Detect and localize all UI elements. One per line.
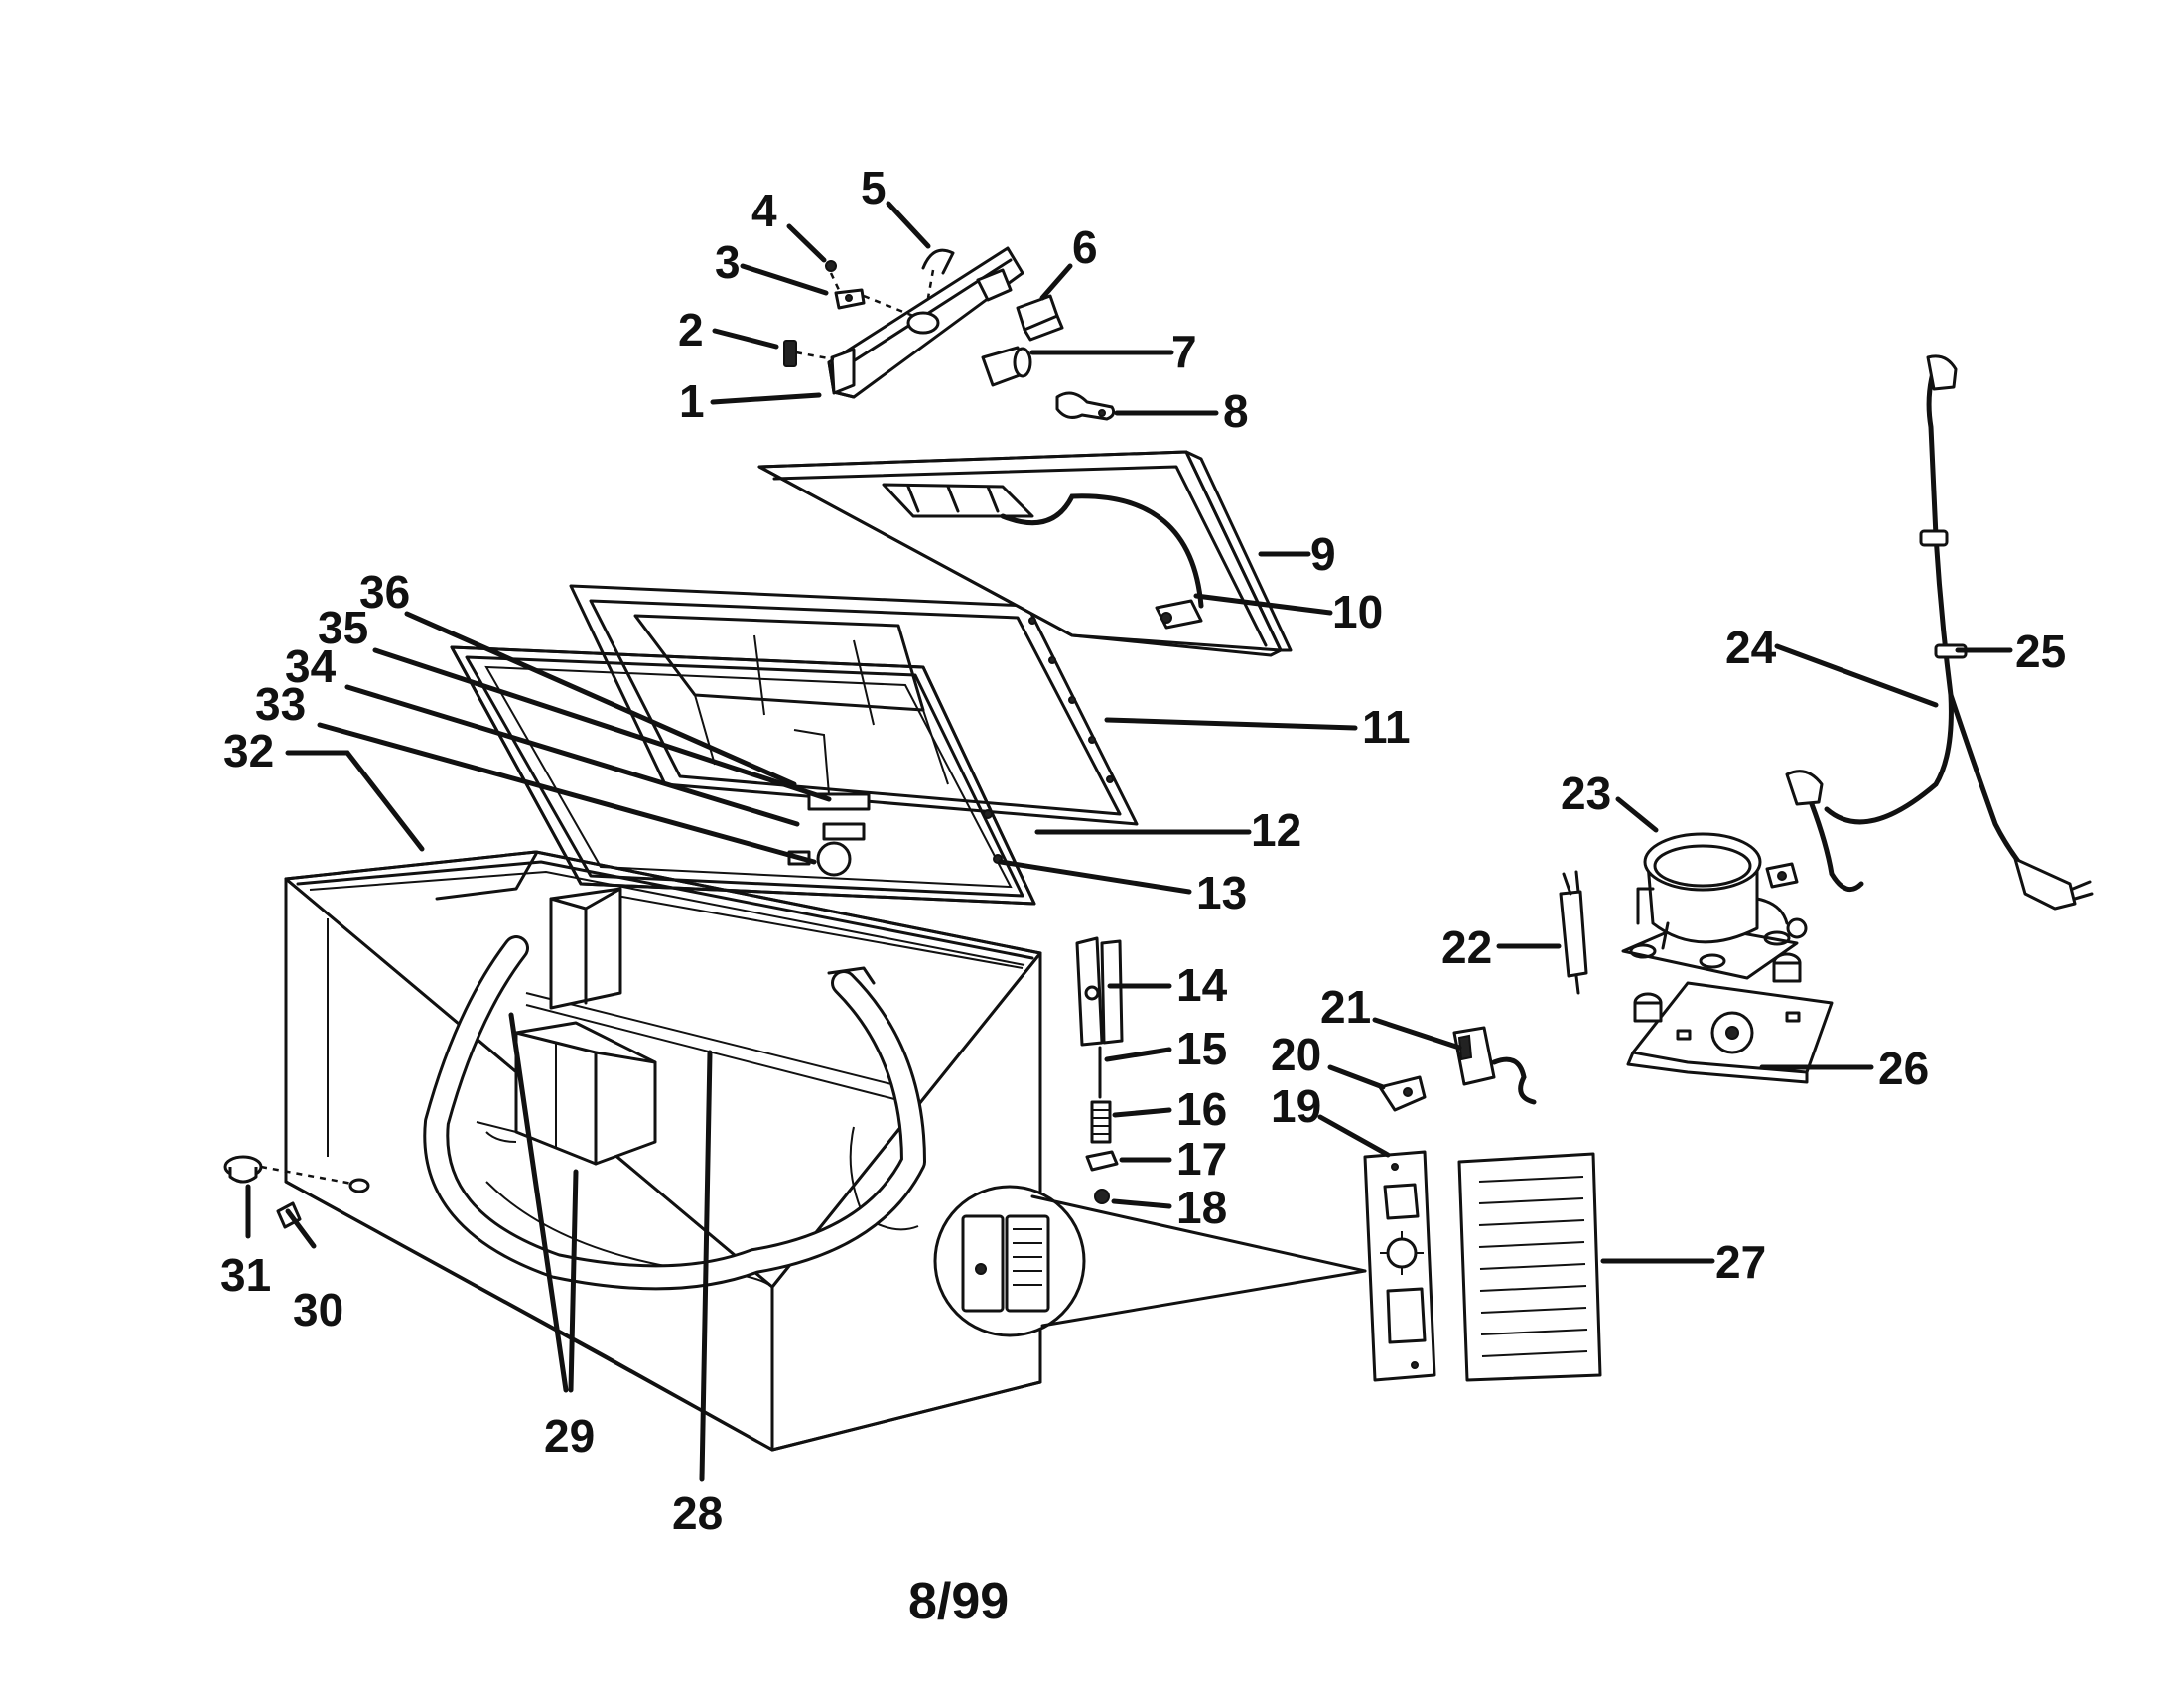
part-labels: 1 2 3 4 5 6 7 8 9 10 11 12 13 14 15 16 1… [220, 162, 2066, 1539]
part-label: 23 [1561, 768, 1611, 819]
part-label: 34 [285, 640, 337, 692]
part-label: 32 [223, 725, 274, 776]
part-label: 4 [751, 185, 777, 236]
part-label: 26 [1878, 1043, 1929, 1094]
storage-basket [476, 887, 657, 1166]
part-label: 9 [1310, 528, 1336, 580]
part-label: 29 [544, 1410, 595, 1462]
lid-gasket [450, 645, 1036, 906]
freezer-cabinet [284, 850, 1042, 1452]
handle-assembly [783, 246, 1116, 421]
part-label: 12 [1251, 804, 1301, 856]
part-label: 5 [861, 162, 887, 213]
part-label: 27 [1715, 1236, 1766, 1288]
footer-date: 8/99 [908, 1573, 1009, 1630]
part-label: 28 [672, 1487, 723, 1539]
part-label: 20 [1271, 1029, 1321, 1080]
part-label: 15 [1176, 1023, 1227, 1074]
part-label: 35 [318, 602, 368, 653]
part-label: 11 [1362, 701, 1411, 753]
part-label: 24 [1725, 622, 1777, 673]
lid-assembly [569, 584, 1139, 826]
part-label: 25 [2015, 626, 2066, 677]
part-label: 31 [220, 1249, 271, 1301]
part-label: 13 [1196, 867, 1247, 918]
part-label: 14 [1176, 959, 1228, 1011]
part-label: 30 [293, 1284, 343, 1335]
control-panel [1363, 1026, 1602, 1382]
compressor-assembly [1559, 832, 1834, 1084]
part-label: 18 [1176, 1182, 1227, 1233]
drain-plug [223, 1155, 370, 1229]
leader-lines [245, 201, 2013, 1482]
part-label: 19 [1271, 1080, 1321, 1132]
part-label: 7 [1171, 326, 1197, 377]
part-label: 2 [678, 304, 704, 355]
part-label: 8 [1223, 385, 1249, 437]
cabinet-breaker-hose [423, 935, 926, 1291]
part-label: 33 [255, 678, 306, 730]
part-label: 17 [1176, 1133, 1227, 1185]
part-label: 22 [1441, 921, 1492, 973]
power-cord [1785, 354, 2094, 911]
hinge-assembly [1075, 936, 1124, 1204]
part-label: 36 [359, 566, 410, 618]
part-label: 16 [1176, 1083, 1227, 1135]
part-label: 1 [679, 375, 705, 427]
part-label: 6 [1072, 221, 1098, 273]
outer-lid [757, 450, 1293, 657]
part-label: 21 [1320, 981, 1371, 1033]
grille-callout [933, 1185, 1367, 1337]
part-label: 10 [1332, 586, 1383, 637]
part-label: 3 [715, 236, 741, 288]
